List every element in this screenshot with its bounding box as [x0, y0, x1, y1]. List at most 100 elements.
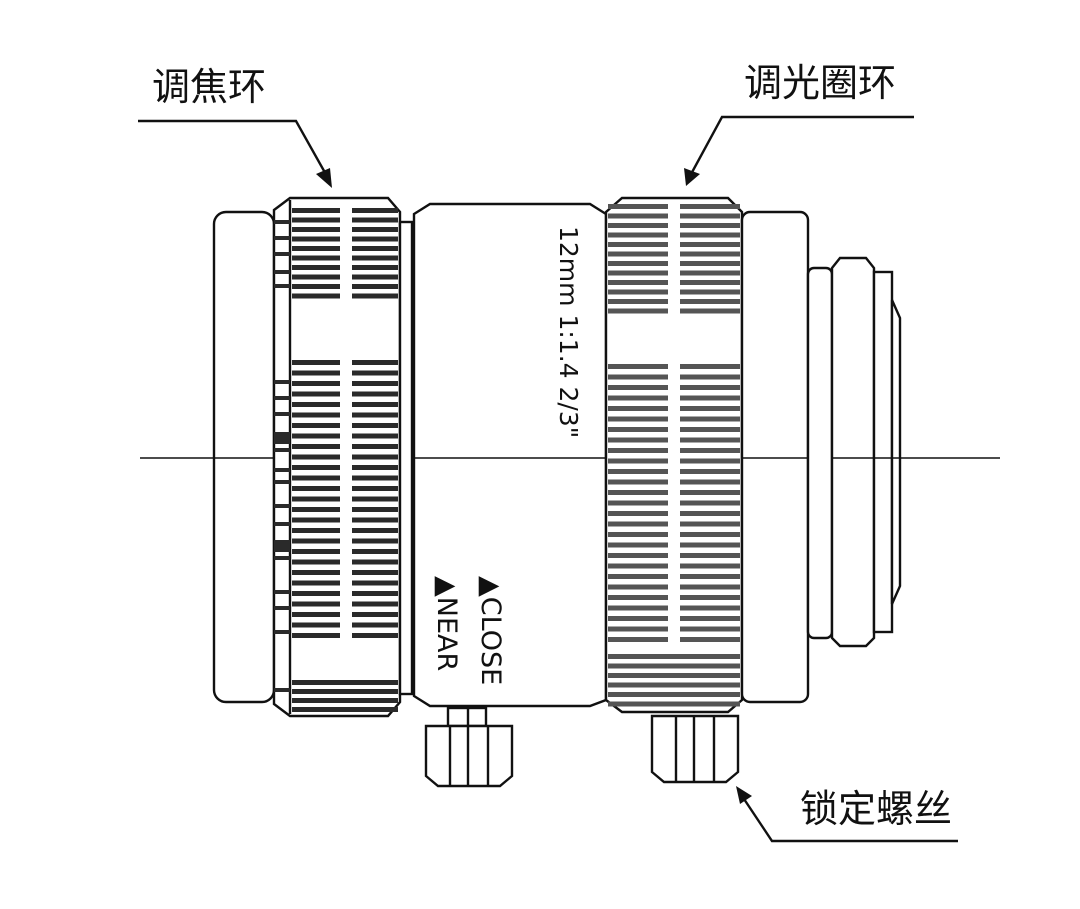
- focus-grip-stripe: [292, 454, 340, 460]
- focus-scale-tick: [274, 504, 290, 508]
- focus-scale-tick: [274, 284, 290, 288]
- focus-grip-stripe: [292, 274, 340, 280]
- focus-grip-stripe: [292, 433, 340, 439]
- aperture-grip-stripe: [680, 490, 740, 495]
- focus-grip-stripe: [352, 391, 398, 397]
- focus-grip-stripe: [352, 633, 398, 638]
- aperture-grip-stripe: [680, 364, 740, 369]
- focus-ring-leader: [138, 119, 330, 179]
- focus-grip-stripe: [292, 689, 398, 694]
- focus-grip-stripe: [292, 391, 340, 397]
- lock-screw-leader: [741, 795, 958, 843]
- aperture-grip-stripe: [608, 289, 668, 295]
- mount-lip: [872, 270, 894, 634]
- focus-grip-stripe: [292, 538, 340, 544]
- focus-grip-stripe: [292, 208, 340, 213]
- focus-scale-tick: [274, 270, 290, 274]
- focus-grip-stripe: [292, 549, 340, 554]
- aperture-grip-stripe: [680, 584, 740, 590]
- focus-scale-tick: [274, 220, 290, 224]
- aperture-grip-stripe: [608, 521, 668, 527]
- aperture-grip-stripe: [680, 437, 740, 443]
- focus-scale-ticks: [274, 220, 290, 692]
- focus-grip-stripe: [352, 465, 398, 470]
- focus-grip-stripe: [352, 549, 398, 554]
- aperture-grip-stripe: [608, 395, 668, 401]
- aperture-grip-stripe: [608, 308, 668, 314]
- focus-grip-stripe: [352, 591, 398, 596]
- focus-grip-stripe: [292, 528, 340, 533]
- aperture-ring-callout: 调光圈环: [684, 61, 914, 186]
- focus-grip-stripe: [292, 255, 340, 261]
- focus-scale-tick: [274, 606, 290, 610]
- focus-grip-stripe: [352, 444, 398, 449]
- aperture-grip-stripe: [680, 395, 740, 401]
- aperture-grip-stripe: [608, 511, 668, 516]
- aperture-grip-stripe: [680, 385, 740, 390]
- aperture-grip-stripe: [608, 574, 668, 579]
- aperture-ring-arrowhead: [684, 168, 700, 186]
- focus-grip-stripe: [292, 580, 340, 586]
- aperture-grip-stripe: [608, 692, 740, 697]
- aperture-grip-stripe: [608, 374, 668, 380]
- aperture-grip-stripe: [608, 406, 668, 411]
- aperture-ring-label: 调光圈环: [744, 61, 896, 105]
- focus-grip-stripe: [352, 402, 398, 407]
- aperture-grip-stripe: [608, 242, 668, 247]
- focus-grip-stripe: [352, 360, 398, 365]
- mount-thread: [830, 256, 876, 648]
- close-marking: ▲CLOSE: [475, 576, 506, 685]
- focus-grip-stripe: [352, 486, 398, 491]
- focus-grip-stripe: [292, 496, 340, 502]
- focus-scale-tick: [274, 556, 290, 560]
- aperture-grip-stripe: [680, 280, 740, 285]
- focus-grip-stripe: [352, 208, 398, 213]
- focus-scale-tick: [274, 688, 290, 692]
- aperture-grip-stripe: [680, 223, 740, 228]
- focus-grip-stripe: [292, 402, 340, 407]
- focus-grip-stripe: [292, 265, 340, 270]
- focus-grip-stripe: [292, 227, 340, 232]
- aperture-grip-stripe: [608, 616, 668, 621]
- aperture-grip-stripe: [608, 223, 668, 228]
- aperture-grip-stripe: [608, 682, 740, 688]
- aperture-grip-stripe: [608, 490, 668, 495]
- aperture-ring-grip: [608, 204, 740, 707]
- aperture-grip-stripe: [680, 637, 740, 642]
- focus-ring-arrowhead: [316, 168, 332, 188]
- aperture-grip-stripe: [608, 605, 668, 611]
- mount-flange: [806, 266, 834, 640]
- focus-ring-label: 调焦环: [152, 65, 266, 109]
- aperture-grip-stripe: [608, 663, 740, 669]
- focus-grip-stripe: [292, 612, 340, 617]
- aperture-grip-stripe: [680, 289, 740, 295]
- aperture-grip-stripe: [608, 251, 668, 257]
- aperture-grip-stripe: [680, 542, 740, 548]
- aperture-grip-stripe: [608, 673, 740, 678]
- focus-grip-stripe: [292, 360, 340, 365]
- focus-grip-stripe: [292, 486, 340, 491]
- focus-grip-stripe: [292, 444, 340, 449]
- aperture-grip-stripe: [680, 251, 740, 257]
- aperture-grip-stripe: [608, 213, 668, 219]
- focus-scale-tick: [274, 396, 290, 400]
- aperture-grip-stripe: [680, 574, 740, 579]
- focus-grip-stripe: [292, 370, 340, 376]
- focus-scale-tick: [274, 412, 290, 416]
- aperture-grip-stripe: [680, 261, 740, 266]
- aperture-grip-stripe: [680, 626, 740, 632]
- focus-grip-stripe: [352, 293, 398, 299]
- rear-ring: [740, 210, 810, 704]
- aperture-grip-stripe: [680, 427, 740, 432]
- focus-lock-screw: [424, 706, 514, 788]
- focus-grip-stripe: [292, 633, 340, 638]
- focus-grip-stripe: [352, 622, 398, 628]
- aperture-grip-stripe: [680, 270, 740, 276]
- aperture-grip-stripe: [680, 232, 740, 238]
- lock-screw-label: 锁定螺丝: [800, 787, 952, 831]
- focus-grip-stripe: [352, 227, 398, 232]
- focus-grip-stripe: [352, 370, 398, 376]
- aperture-grip-stripe: [608, 563, 668, 569]
- focus-grip-stripe: [292, 507, 340, 512]
